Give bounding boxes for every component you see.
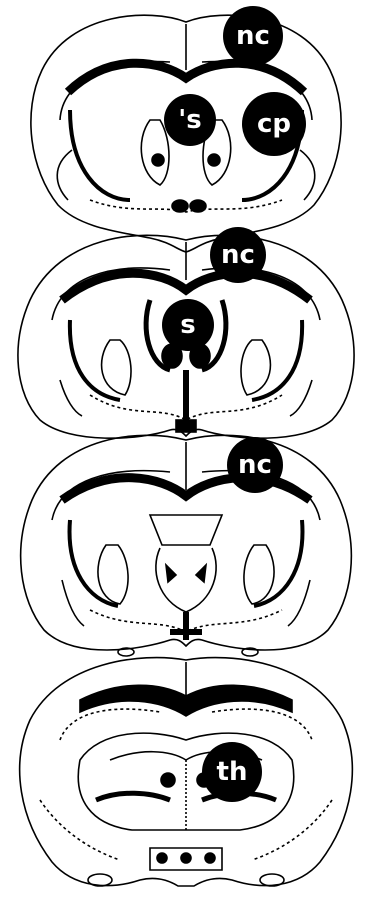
label-nc-3: nc (238, 450, 272, 480)
section-4-labels: th (202, 742, 262, 802)
label-s-1: 's (178, 105, 201, 135)
label-th-4: th (217, 757, 248, 787)
label-nc-1: nc (236, 21, 270, 51)
section-3-labels: nc (227, 437, 283, 493)
label-s-2: s (180, 310, 195, 340)
label-nc-2: nc (221, 240, 255, 270)
label-cp-1: cp (257, 109, 291, 139)
